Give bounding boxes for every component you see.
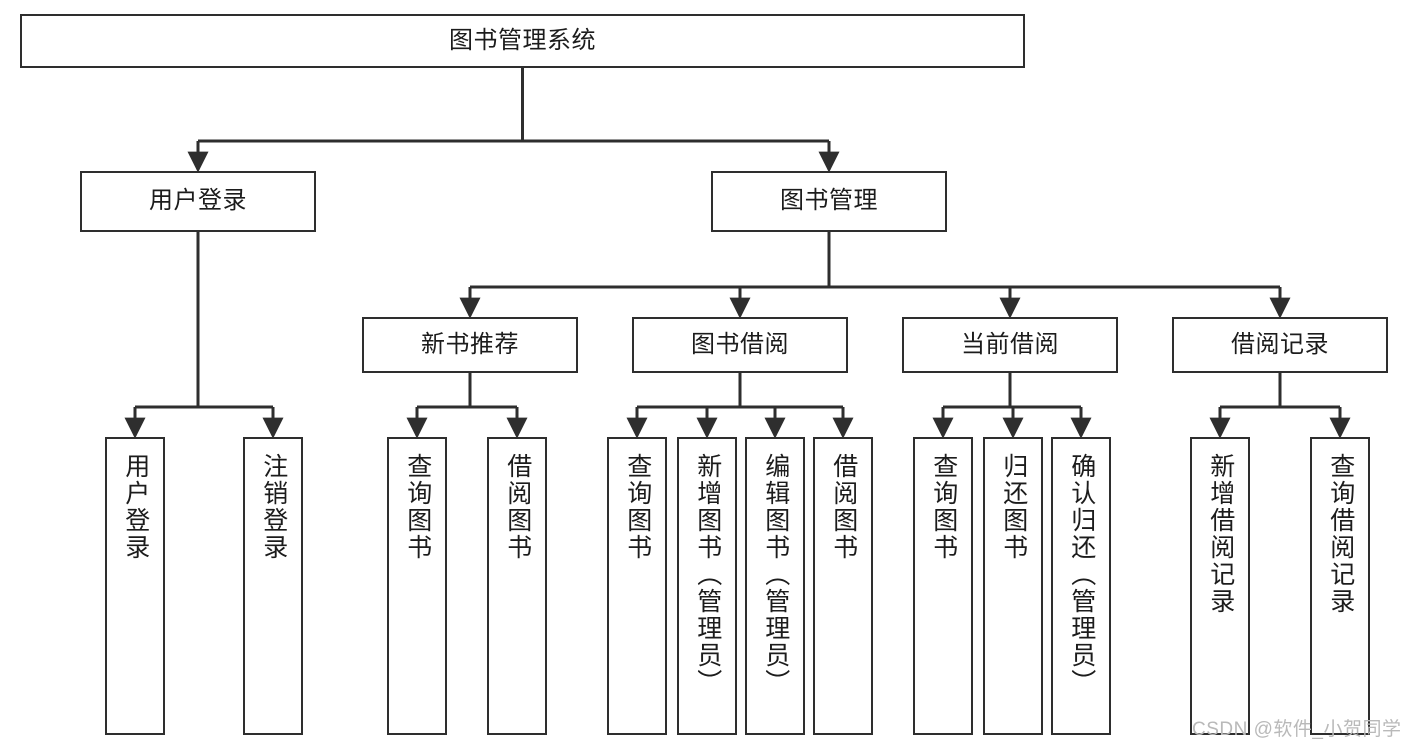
node-label: 查询图书 <box>403 453 432 561</box>
node-leaf-br-query[interactable]: 查询借阅记录 <box>1310 437 1370 735</box>
node-leaf-cb-return[interactable]: 归还图书 <box>983 437 1043 735</box>
node-label: 借阅图书 <box>829 453 858 561</box>
node-leaf-bb-edit[interactable]: 编辑图书（管理员） <box>745 437 805 735</box>
node-leaf-cb-confirm[interactable]: 确认归还（管理员） <box>1051 437 1111 735</box>
node-leaf-bb-query[interactable]: 查询图书 <box>607 437 667 735</box>
node-leaf-user-login[interactable]: 用户登录 <box>105 437 165 735</box>
node-current-borrow[interactable]: 当前借阅 <box>902 317 1118 373</box>
node-label: 图书管理系统 <box>449 26 596 54</box>
node-borrow-record[interactable]: 借阅记录 <box>1172 317 1388 373</box>
node-label: 用户登录 <box>149 187 247 215</box>
node-label: 图书借阅 <box>691 330 789 358</box>
node-leaf-br-add[interactable]: 新增借阅记录 <box>1190 437 1250 735</box>
node-label: 新书推荐 <box>421 330 519 358</box>
node-label: 查询图书 <box>929 453 958 561</box>
node-leaf-bb-add[interactable]: 新增图书（管理员） <box>677 437 737 735</box>
node-label: 图书管理 <box>780 187 878 215</box>
node-label: 归还图书 <box>999 453 1028 561</box>
node-label: 编辑图书（管理员） <box>761 453 790 696</box>
node-label: 当前借阅 <box>961 330 1059 358</box>
node-label: 借阅记录 <box>1231 330 1329 358</box>
node-leaf-rec-query[interactable]: 查询图书 <box>387 437 447 735</box>
node-label: 新增借阅记录 <box>1206 453 1235 615</box>
node-label: 确认归还（管理员） <box>1067 453 1096 696</box>
node-label: 用户登录 <box>121 453 150 561</box>
node-root[interactable]: 图书管理系统 <box>20 14 1025 68</box>
node-leaf-cb-query[interactable]: 查询图书 <box>913 437 973 735</box>
node-leaf-rec-borrow[interactable]: 借阅图书 <box>487 437 547 735</box>
watermark-text: CSDN @软件_小贺同学 <box>1192 719 1402 740</box>
node-leaf-bb-borrow[interactable]: 借阅图书 <box>813 437 873 735</box>
node-label: 查询图书 <box>623 453 652 561</box>
node-book-borrow[interactable]: 图书借阅 <box>632 317 848 373</box>
node-book-mgmt[interactable]: 图书管理 <box>711 171 947 232</box>
node-user-login[interactable]: 用户登录 <box>80 171 316 232</box>
node-new-book-rec[interactable]: 新书推荐 <box>362 317 578 373</box>
node-label: 注销登录 <box>259 453 288 561</box>
node-leaf-user-logout[interactable]: 注销登录 <box>243 437 303 735</box>
node-label: 新增图书（管理员） <box>693 453 722 696</box>
node-label: 查询借阅记录 <box>1326 453 1355 615</box>
node-label: 借阅图书 <box>503 453 532 561</box>
